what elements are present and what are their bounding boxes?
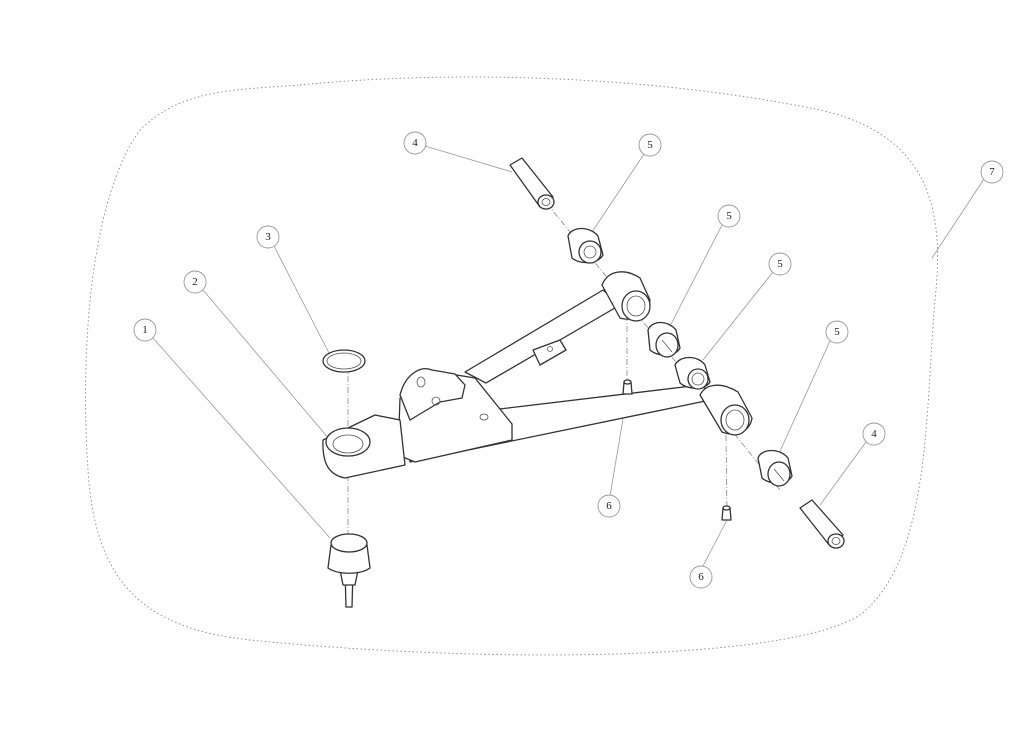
grease-nipple-1 (622, 379, 633, 395)
callout-1: 1 (133, 318, 157, 342)
svg-text:5: 5 (647, 139, 653, 151)
svg-text:5: 5 (726, 210, 732, 222)
callout-5-a: 5 (638, 133, 662, 157)
pin-upper (509, 157, 555, 210)
pin-lower (799, 499, 845, 549)
callout-5-d: 5 (825, 320, 849, 344)
callout-4-upper: 4 (403, 131, 427, 155)
bushing-1 (567, 227, 604, 264)
callout-7: 7 (980, 160, 1004, 184)
callout-3: 3 (256, 225, 280, 249)
ball-joint (327, 533, 371, 608)
bushing-3 (674, 356, 711, 390)
callout-5-b: 5 (717, 204, 741, 228)
svg-text:5: 5 (777, 258, 783, 270)
callout-6-b: 6 (689, 565, 713, 589)
svg-text:1: 1 (142, 324, 148, 336)
svg-text:7: 7 (989, 166, 995, 178)
svg-text:3: 3 (265, 231, 271, 243)
circlip (322, 349, 366, 373)
callout-4-lower: 4 (862, 422, 886, 446)
svg-text:6: 6 (698, 571, 704, 583)
svg-text:2: 2 (192, 276, 198, 288)
callout-2: 2 (183, 270, 207, 294)
grease-nipple-2 (721, 505, 732, 521)
bushing-4 (757, 449, 793, 487)
a-arm (322, 271, 753, 479)
svg-text:4: 4 (871, 428, 877, 440)
bushing-2 (647, 321, 681, 358)
callout-6-a: 6 (597, 494, 621, 518)
leader-lines (152, 145, 985, 567)
callout-5-c: 5 (768, 252, 792, 276)
svg-text:4: 4 (412, 137, 418, 149)
svg-text:5: 5 (834, 326, 840, 338)
assembly-axes (347, 194, 781, 540)
svg-text:6: 6 (606, 500, 612, 512)
